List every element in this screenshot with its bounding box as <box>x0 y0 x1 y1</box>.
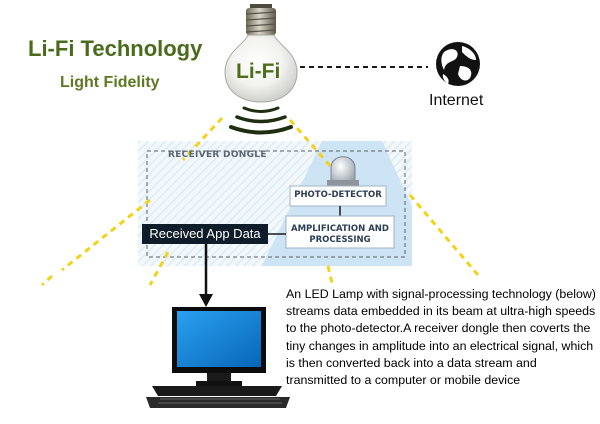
light-ray <box>181 116 224 162</box>
amplification-box <box>285 215 395 249</box>
globe-icon <box>436 42 480 86</box>
page-subtitle: Light Fidelity <box>60 74 160 91</box>
photo-detector-box <box>289 185 387 207</box>
emission-arcs <box>229 106 293 135</box>
light-ray <box>408 194 480 276</box>
amplification-label: AMPLIFICATION AND PROCESSING <box>291 224 389 245</box>
photo-detector-icon <box>327 156 359 186</box>
receiver-dongle-label: RECEIVER DONGLE <box>168 150 267 160</box>
description-text: An LED Lamp with signal-processing techn… <box>286 287 596 388</box>
data-arrow <box>199 244 213 307</box>
light-ray <box>40 274 54 287</box>
bulb-label: Li-Fi <box>236 60 281 83</box>
computer-icon <box>146 307 290 408</box>
light-ray <box>61 198 151 272</box>
received-app-data-label: Received App Data <box>142 224 268 244</box>
light-rays <box>40 116 480 287</box>
photo-detector-label: PHOTO-DETECTOR <box>294 190 382 200</box>
page-title: Li-Fi Technology <box>28 36 203 61</box>
internet-label: Internet <box>429 92 484 109</box>
light-bulb-icon <box>224 4 298 103</box>
light-ray <box>326 265 334 284</box>
